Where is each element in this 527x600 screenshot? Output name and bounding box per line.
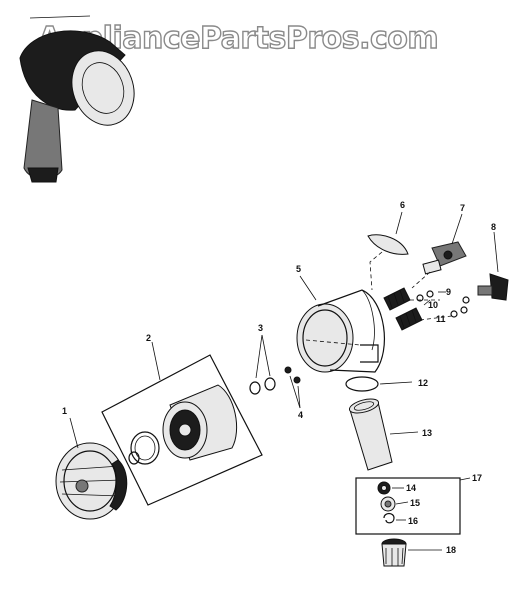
part-8-knob[interactable] [477,231,509,301]
callout-8: 8 [491,222,496,232]
callout-13: 13 [422,428,432,438]
part-4-screws[interactable] [284,366,301,409]
callout-9: 9 [446,287,451,297]
part-12-o-ring[interactable] [345,376,413,392]
callout-4: 4 [298,410,303,420]
callout-1: 1 [62,406,67,416]
part-5-body[interactable] [296,289,386,373]
callout-15: 15 [410,498,420,508]
callout-18: 18 [446,545,456,555]
callout-labels: 1 2 3 4 5 6 7 8 9 10 11 12 13 14 15 16 1… [62,200,496,555]
part-6-cap[interactable] [367,211,409,291]
callout-2: 2 [146,333,151,343]
part-17-kit-box[interactable] [355,477,471,535]
part-1-spray-face[interactable] [55,442,128,520]
part-7-lever[interactable] [411,213,467,289]
callout-17: 17 [472,473,482,483]
callout-12: 12 [418,378,428,388]
callout-16: 16 [408,516,418,526]
part-18-nozzle[interactable] [381,538,442,567]
callout-5: 5 [296,264,301,274]
part-2-cartridge-assembly[interactable] [101,354,263,506]
callout-14: 14 [406,483,416,493]
part-3-o-rings[interactable] [249,334,276,395]
part-13-tube[interactable] [348,396,419,471]
callout-7: 7 [460,203,465,213]
callout-11: 11 [436,314,446,324]
callout-6: 6 [400,200,405,210]
callout-10: 10 [428,300,438,310]
part-9-10-11-valves[interactable] [383,287,470,331]
callout-3: 3 [258,323,263,333]
assembled-shower-head [19,15,135,183]
